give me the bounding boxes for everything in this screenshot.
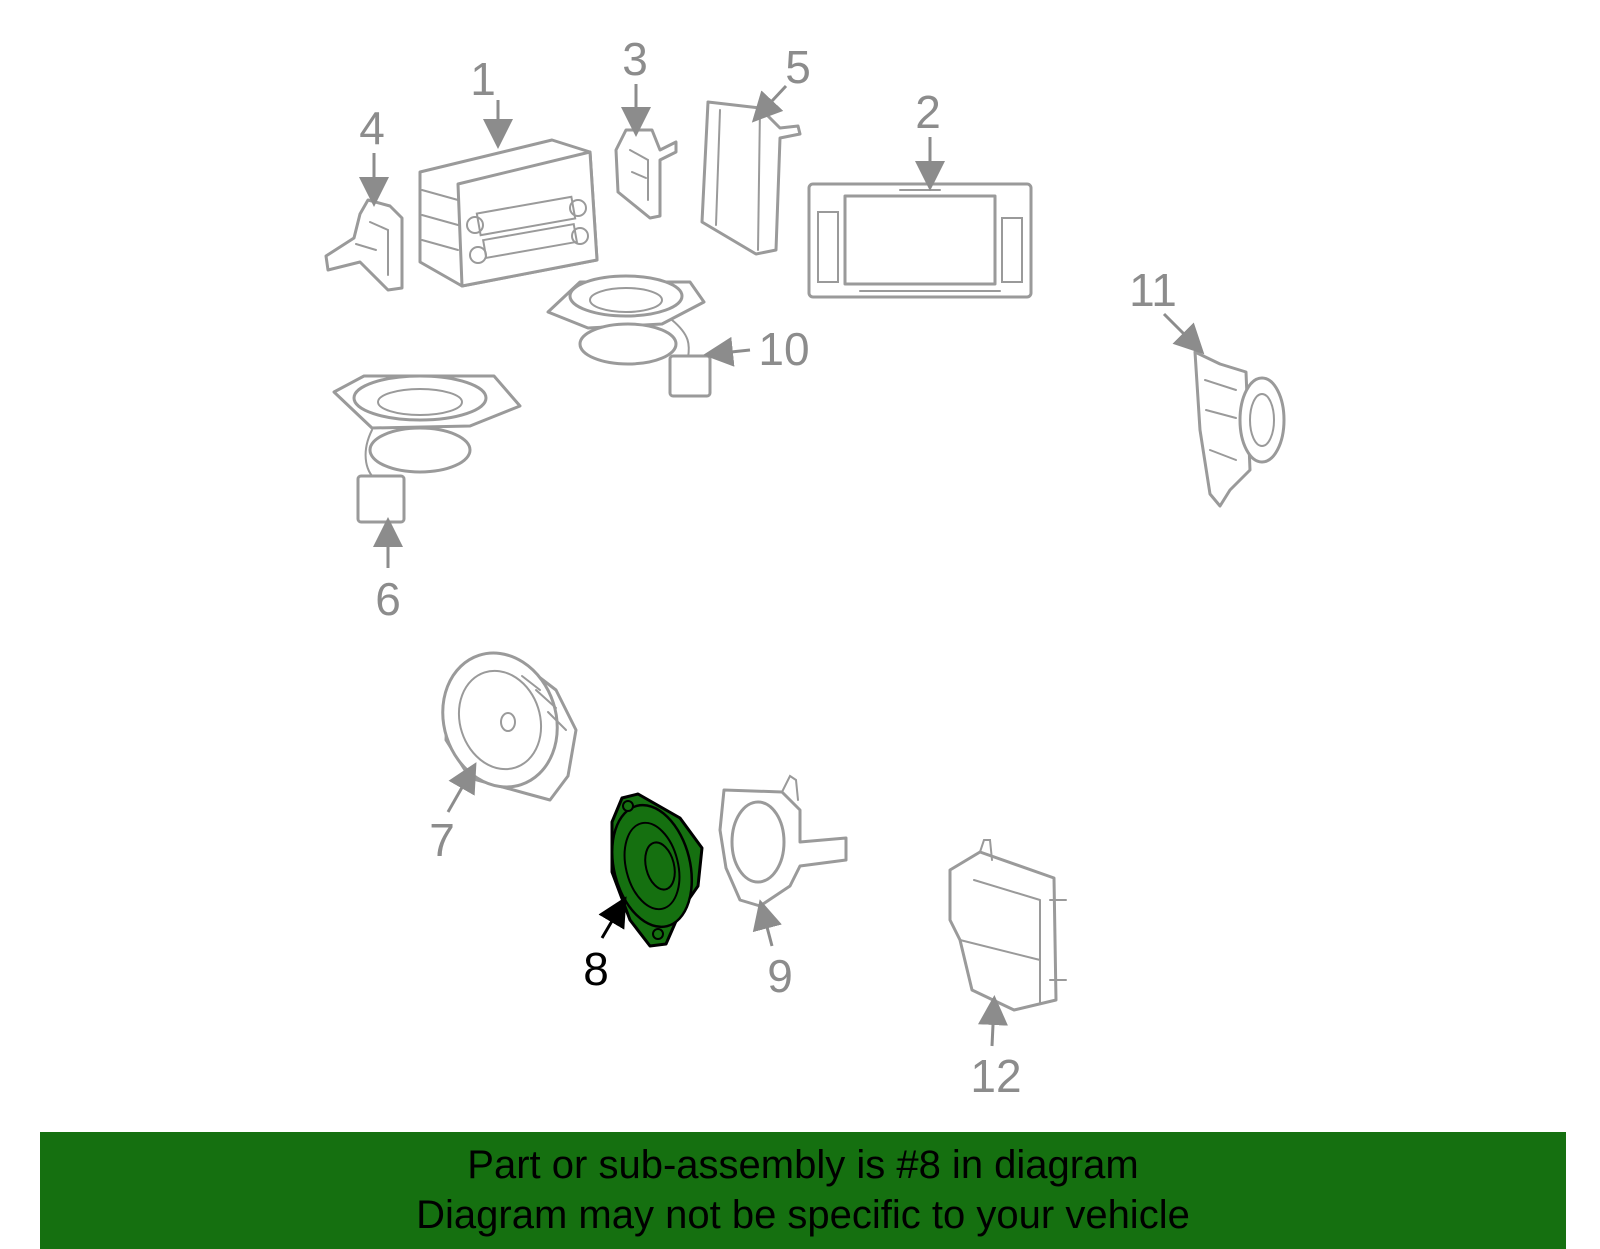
- callout-10-label: 10: [758, 323, 809, 375]
- callout-8-label: 8: [583, 943, 609, 995]
- callout-1: 1: [470, 53, 513, 149]
- info-banner: Part or sub-assembly is #8 in diagram Di…: [40, 1132, 1566, 1249]
- callout-12: 12: [970, 995, 1022, 1102]
- callout-2-label: 2: [915, 86, 941, 138]
- part-9-bracket[interactable]: [718, 774, 848, 908]
- part-7-speaker[interactable]: [426, 638, 578, 802]
- part-1-radio-unit[interactable]: [418, 138, 599, 288]
- callout-7: 7: [429, 762, 477, 866]
- callout-2: 2: [915, 86, 945, 191]
- callout-3-label: 3: [622, 33, 648, 85]
- callout-5: 5: [751, 41, 811, 123]
- part-12-amplifier[interactable]: [948, 839, 1067, 1012]
- part-4-bracket[interactable]: [324, 198, 404, 292]
- callout-1-label: 1: [470, 53, 496, 105]
- callout-11-label: 11: [1129, 264, 1177, 316]
- part-2-display[interactable]: [807, 182, 1033, 299]
- callout-12-label: 12: [970, 1050, 1021, 1102]
- callout-10: 10: [703, 323, 810, 375]
- part-10-speaker[interactable]: [546, 274, 712, 398]
- callout-9: 9: [752, 899, 793, 1002]
- part-6-speaker[interactable]: [332, 374, 522, 524]
- part-5-module[interactable]: [700, 100, 802, 256]
- callout-5-label: 5: [785, 41, 811, 93]
- callout-4-label: 4: [359, 102, 385, 154]
- callout-4: 4: [359, 102, 389, 207]
- parts-diagram: 1 2 3 4 5: [324, 33, 1286, 1102]
- part-3-bracket[interactable]: [614, 128, 678, 220]
- part-11-tweeter[interactable]: [1193, 350, 1286, 508]
- callout-6-label: 6: [375, 573, 401, 625]
- callout-9-label: 9: [767, 950, 793, 1002]
- banner-line-1: Part or sub-assembly is #8 in diagram: [467, 1143, 1139, 1187]
- callout-6: 6: [373, 517, 403, 625]
- callout-7-label: 7: [429, 814, 455, 866]
- callout-11: 11: [1129, 264, 1205, 355]
- callout-3: 3: [621, 33, 651, 137]
- part-8-speaker-highlighted[interactable]: [600, 792, 704, 948]
- callout-8: 8: [583, 896, 627, 995]
- banner-line-2: Diagram may not be specific to your vehi…: [416, 1193, 1190, 1237]
